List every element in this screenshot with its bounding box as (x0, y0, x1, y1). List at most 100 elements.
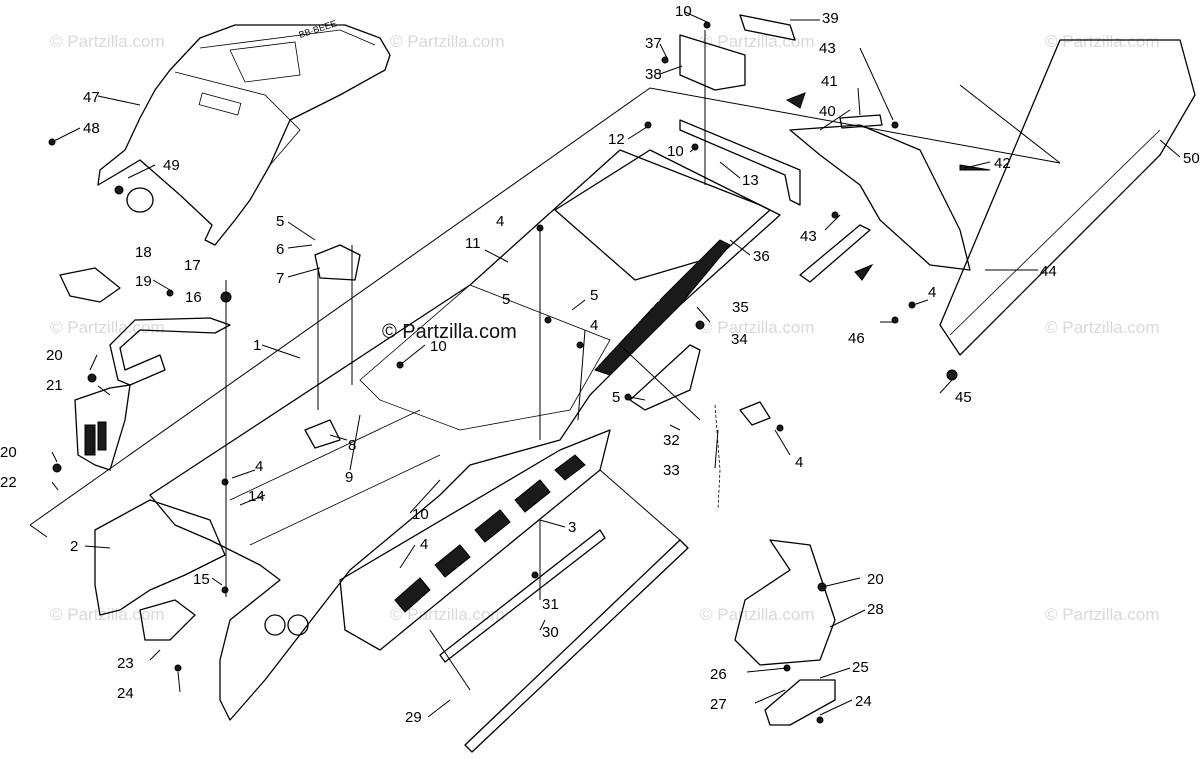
callout-39: 39 (822, 10, 839, 27)
arrow-marker (785, 92, 806, 109)
callout-labels: 10 39 37 43 38 41 40 12 10 42 13 50 47 4… (0, 3, 1200, 726)
callout-16: 16 (185, 289, 202, 306)
nut (87, 373, 97, 383)
callout-46: 46 (848, 330, 865, 347)
callout-4: 4 (795, 454, 803, 471)
watermark-text: © Partzilla.com (1045, 605, 1160, 624)
leader-lines (51, 11, 1181, 718)
rear-bumper (939, 39, 1196, 356)
callout-42: 42 (994, 155, 1011, 172)
callout-23: 23 (117, 655, 134, 672)
callout-11: 11 (465, 235, 481, 252)
callout-4: 4 (928, 284, 936, 301)
callout-38: 38 (645, 66, 662, 83)
callout-36: 36 (753, 248, 770, 265)
seat-logo: BB·BEEE (298, 18, 338, 40)
callout-4: 4 (420, 536, 428, 553)
bracket (304, 419, 341, 449)
callout-27: 27 (710, 696, 727, 713)
cover-plate (59, 267, 121, 303)
callout-29: 29 (405, 709, 422, 726)
callout-32: 32 (663, 432, 680, 449)
seat-bumper-bolt (114, 185, 124, 195)
tunnel-hole (264, 614, 286, 636)
callout-30: 30 (542, 624, 559, 641)
callout-6: 6 (276, 241, 284, 258)
callout-24: 24 (117, 685, 134, 702)
callout-45: 45 (955, 389, 972, 406)
watermark-text: © Partzilla.com (390, 32, 505, 51)
watermark-text: © Partzilla.com (700, 605, 815, 624)
callout-10: 10 (412, 506, 429, 523)
callout-48: 48 (83, 120, 100, 137)
mount-bracket (74, 384, 131, 471)
callout-5: 5 (590, 287, 598, 304)
footrest (764, 679, 836, 726)
handle (629, 344, 701, 411)
callout-28: 28 (867, 601, 884, 618)
callout-22: 22 (0, 474, 17, 491)
callout-3: 3 (568, 519, 576, 536)
callout-10: 10 (430, 338, 447, 355)
callout-4: 4 (590, 317, 598, 334)
lower-plate (139, 599, 196, 641)
callout-2: 2 (70, 538, 78, 555)
callout-47: 47 (83, 89, 100, 106)
callout-17: 17 (184, 257, 201, 274)
callout-25: 25 (852, 659, 869, 676)
callout-43: 43 (800, 228, 817, 245)
callout-12: 12 (608, 131, 625, 148)
rear-light-housing (789, 124, 971, 271)
nut (52, 463, 62, 473)
callout-41: 41 (821, 73, 838, 90)
callout-4: 4 (255, 458, 263, 475)
watermarks: © Partzilla.com © Partzilla.com © Partzi… (50, 32, 1160, 624)
callout-20: 20 (0, 444, 17, 461)
callout-14: 14 (248, 488, 265, 505)
tunnel-group-outline (29, 524, 48, 538)
bracket-slot (84, 424, 96, 456)
mount-block (679, 34, 746, 91)
callout-20: 20 (46, 347, 63, 364)
decal-piece (959, 164, 991, 171)
decal-piece (839, 114, 883, 129)
callout-49: 49 (163, 157, 180, 174)
tunnel-hole (287, 614, 309, 636)
callout-5: 5 (502, 291, 510, 308)
watermark-text: © Partzilla.com (390, 605, 505, 624)
bracket-cap (739, 14, 796, 41)
callout-7: 7 (276, 270, 284, 287)
callout-31: 31 (542, 596, 559, 613)
bracket (314, 244, 361, 281)
callout-4: 4 (496, 213, 504, 230)
nut (946, 369, 958, 381)
watermark-text: © Partzilla.com (700, 32, 815, 51)
callout-19: 19 (135, 273, 152, 290)
callout-33: 33 (663, 462, 680, 479)
watermark-text: © Partzilla.com (1045, 32, 1160, 51)
callout-5: 5 (276, 213, 284, 230)
watermark-text: © Partzilla.com (50, 318, 165, 337)
callout-9: 9 (345, 469, 353, 486)
seat-bumper (126, 187, 154, 213)
strap (714, 404, 721, 511)
callout-40: 40 (819, 103, 836, 120)
callout-24: 24 (855, 693, 872, 710)
callout-37: 37 (645, 35, 662, 52)
callout-15: 15 (193, 571, 210, 588)
bumper-edge (949, 129, 1161, 336)
callout-43: 43 (819, 40, 836, 57)
channel (439, 529, 606, 663)
watermark-text: © Partzilla.com (50, 32, 165, 51)
strap-mount (739, 401, 771, 426)
bolt (166, 289, 174, 297)
watermark-text: © Partzilla.com (1045, 318, 1160, 337)
footrest-bracket (734, 539, 836, 666)
seat: BB·BEEE (97, 18, 391, 246)
callout-26: 26 (710, 666, 727, 683)
watermark-text: © Partzilla.com (700, 318, 815, 337)
callout-20: 20 (867, 571, 884, 588)
callout-10: 10 (667, 143, 684, 160)
arrow-marker (854, 263, 874, 281)
